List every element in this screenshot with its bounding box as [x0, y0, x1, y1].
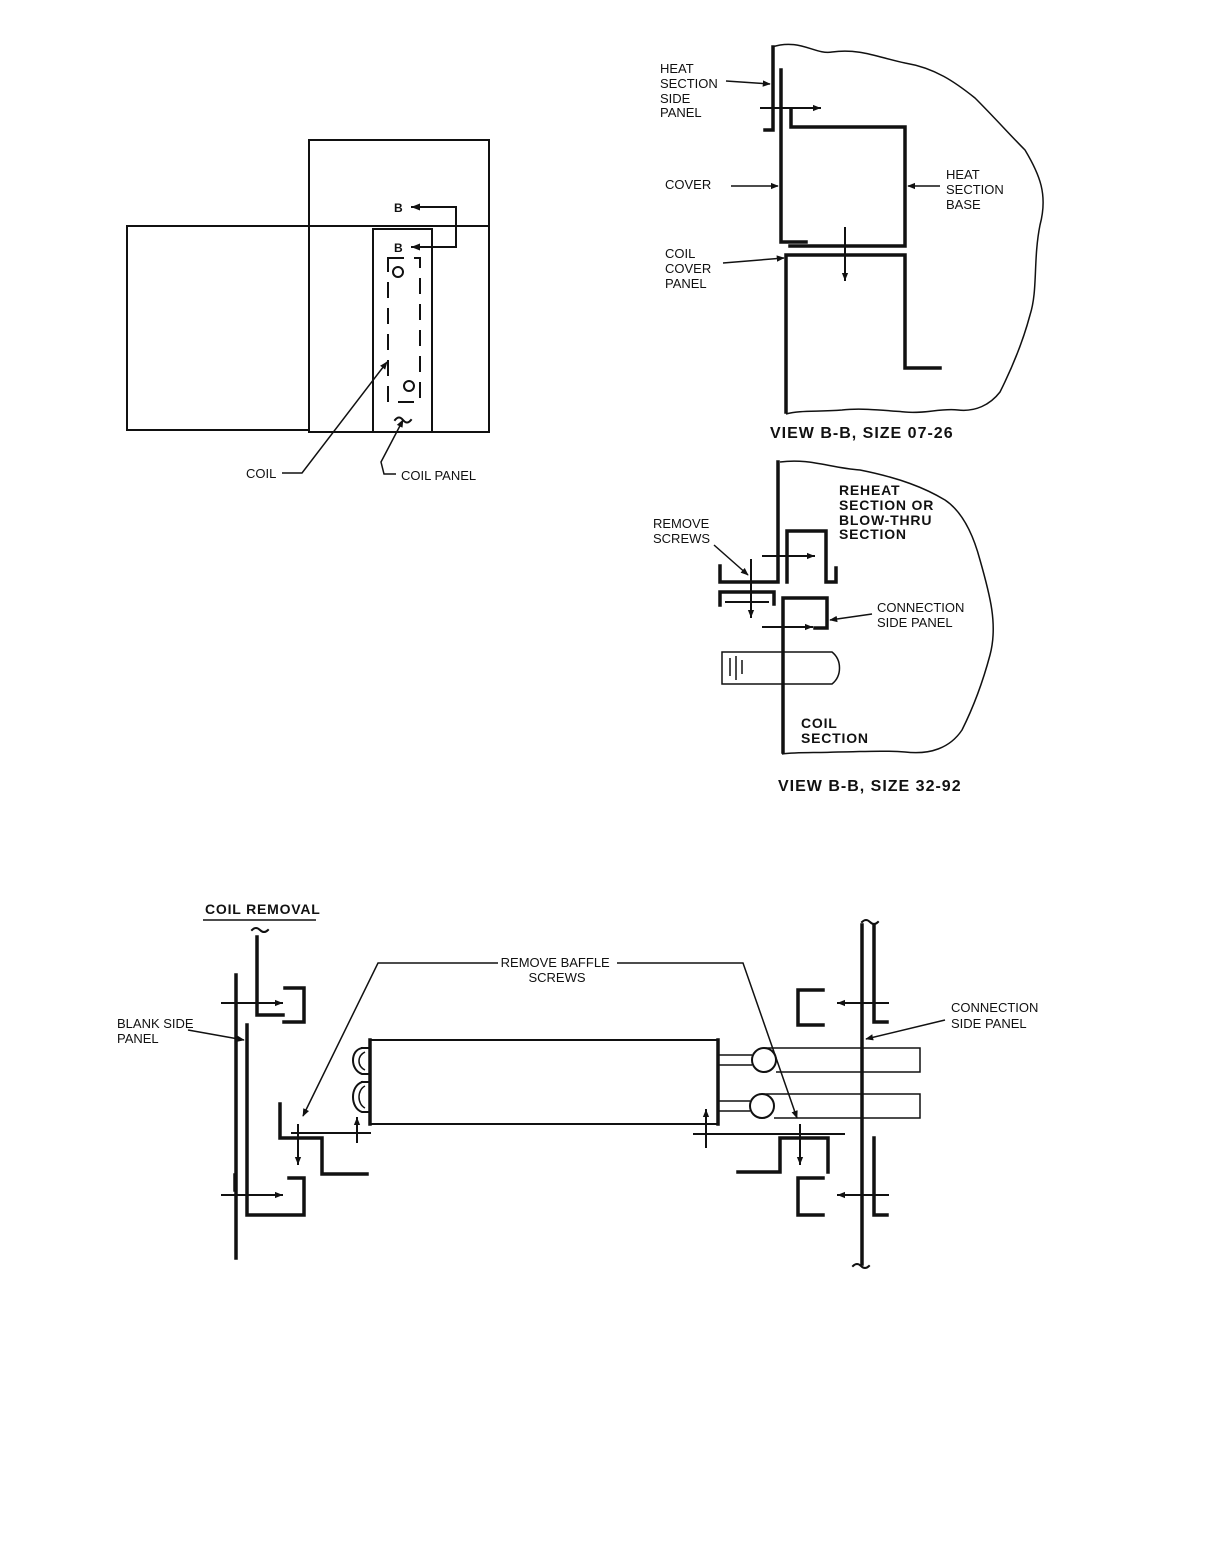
right-upper-stub: [874, 925, 887, 1022]
right-lower-bracket: [798, 1178, 823, 1215]
heat-section-base: [790, 110, 905, 246]
view-small-title: VIEW B-B, SIZE 07-26: [770, 425, 954, 442]
coil-fitting-bottom: [404, 381, 414, 391]
upper-header-pipe: [764, 1048, 920, 1072]
plan-view: B B COIL COIL PANEL: [127, 140, 489, 483]
cover-panel: [781, 70, 806, 242]
return-bend-upper: [353, 1048, 370, 1074]
cover-label: COVER: [665, 177, 711, 192]
return-bend-lower: [353, 1082, 370, 1112]
coil-panel-leader: [381, 420, 403, 474]
left-break-mark: [252, 928, 268, 932]
coil-panel-label: COIL PANEL: [401, 468, 476, 483]
heat-side-panel-leader: [726, 81, 770, 84]
remove-baffle-screws-label: REMOVE BAFFLE SCREWS: [501, 955, 614, 985]
left-upper-bracket-b: [284, 988, 304, 1022]
reheat-section-label: REHEAT SECTION OR BLOW-THRU SECTION: [839, 482, 939, 542]
view-large-title: VIEW B-B, SIZE 32-92: [778, 778, 962, 795]
heat-side-panel: [765, 47, 773, 130]
coil-fitting-top: [393, 267, 403, 277]
right-lower-stub: [874, 1138, 887, 1215]
left-lower-bracket: [247, 1025, 304, 1215]
lower-connection-ring: [750, 1094, 774, 1118]
blank-side-panel-label: BLANK SIDE PANEL: [117, 1016, 197, 1046]
remove-screws-label: REMOVE SCREWS: [653, 516, 713, 546]
coil-section-label: COIL SECTION: [801, 715, 869, 746]
heat-side-panel-label: HEAT SECTION SIDE PANEL: [660, 61, 721, 120]
torn-boundary-small: [772, 44, 1043, 414]
coil-leader: [282, 362, 387, 473]
coil-cover-panel-label: COIL COVER PANEL: [665, 246, 715, 291]
view-bb-small: HEAT SECTION SIDE PANEL COVER HEAT SECTI…: [660, 44, 1043, 442]
heat-base-label: HEAT SECTION BASE: [946, 167, 1007, 212]
upper-stub-pipe: [718, 1055, 752, 1065]
connection-side-panel-leader: [830, 614, 872, 620]
section-marker-top: B: [394, 201, 403, 215]
lower-flange-left: [720, 592, 774, 605]
coil-hidden-outline: [388, 258, 420, 402]
connection-side-panel-label: CONNECTION SIDE PANEL: [877, 600, 968, 630]
right-baffle: [738, 1138, 828, 1172]
coil-body: [370, 1040, 718, 1124]
left-baffle: [280, 1104, 367, 1174]
lower-header-pipe: [762, 1094, 920, 1118]
coil-label: COIL: [246, 466, 276, 481]
coil-cover-panel: [786, 255, 940, 412]
section-marker-bottom: B: [394, 241, 403, 255]
coil-tube: [722, 652, 840, 684]
view-bb-large: REHEAT SECTION OR BLOW-THRU SECTION REMO…: [653, 461, 993, 795]
connection-side-panel-label-b: CONNECTION SIDE PANEL: [951, 1000, 1042, 1031]
return-bend-inner: [359, 1052, 365, 1108]
upper-section-outline: [309, 140, 489, 432]
coil-fins: [730, 656, 742, 680]
coil-cover-leader: [723, 258, 784, 263]
right-upper-bracket: [798, 990, 823, 1025]
upper-flange-left: [720, 462, 778, 582]
coil-removal-title: COIL REMOVAL: [205, 901, 321, 917]
lower-stub-pipe: [718, 1101, 750, 1111]
coil-removal: COIL REMOVAL: [117, 901, 1042, 1268]
upper-connection-ring: [752, 1048, 776, 1072]
